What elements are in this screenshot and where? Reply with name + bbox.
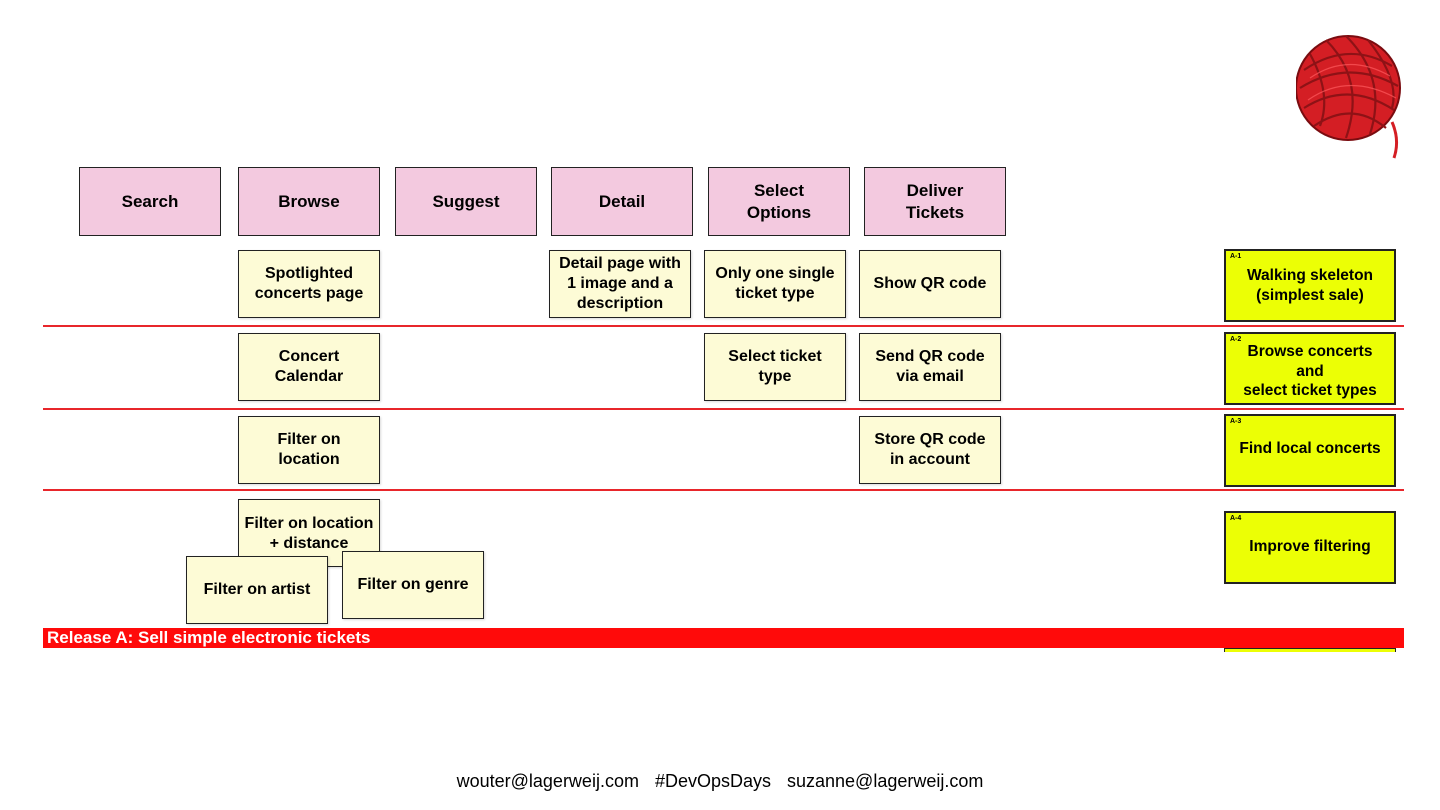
story-detail-page: Detail page with 1 image and a descripti… <box>549 250 691 318</box>
release-card-a1: A-1 Walking skeleton (simplest sale) <box>1224 249 1396 322</box>
activity-detail: Detail <box>551 167 693 236</box>
yarn-ball-icon <box>1296 35 1401 159</box>
story-filter-location: Filter on location <box>238 416 380 484</box>
story-filter-location-distance: Filter on location + distance <box>238 499 380 567</box>
release-card-partial <box>1224 648 1396 652</box>
footer-email-suzanne: suzanne@lagerweij.com <box>787 771 984 791</box>
release-code: A-3 <box>1230 418 1242 425</box>
release-label: Find local concerts <box>1239 440 1381 457</box>
story-select-ticket-type: Select ticket type <box>704 333 846 401</box>
release-card-a2: A-2 Browse concerts and select ticket ty… <box>1224 332 1396 405</box>
story-store-qr-account: Store QR code in account <box>859 416 1001 484</box>
release-label: Improve filtering <box>1249 538 1371 555</box>
footer: wouter@lagerweij.com #DevOpsDays suzanne… <box>0 771 1440 792</box>
story-concert-calendar: Concert Calendar <box>238 333 380 401</box>
release-code: A-4 <box>1230 515 1242 522</box>
release-label: Walking skeleton (simplest sale) <box>1246 266 1374 304</box>
release-line-1 <box>43 325 1404 327</box>
release-card-a4: A-4 Improve filtering <box>1224 511 1396 584</box>
release-card-a3: A-3 Find local concerts <box>1224 414 1396 487</box>
story-show-qr-code: Show QR code <box>859 250 1001 318</box>
release-banner: Release A: Sell simple electronic ticket… <box>43 628 1404 648</box>
footer-hashtag: #DevOpsDays <box>654 771 771 791</box>
story-send-qr-email: Send QR code via email <box>859 333 1001 401</box>
release-label: Browse concerts and select ticket types <box>1243 342 1377 400</box>
footer-email-wouter: wouter@lagerweij.com <box>456 771 639 791</box>
story-spotlighted-concerts: Spotlighted concerts page <box>238 250 380 318</box>
release-code: A-1 <box>1230 253 1242 260</box>
release-code: A-2 <box>1230 336 1242 343</box>
activity-select-options: Select Options <box>708 167 850 236</box>
activity-browse: Browse <box>238 167 380 236</box>
story-filter-artist: Filter on artist <box>186 556 328 624</box>
activity-search: Search <box>79 167 221 236</box>
story-filter-genre: Filter on genre <box>342 551 484 619</box>
release-line-2 <box>43 408 1404 410</box>
activity-deliver-tickets: Deliver Tickets <box>864 167 1006 236</box>
activity-suggest: Suggest <box>395 167 537 236</box>
release-line-3 <box>43 489 1404 491</box>
story-one-ticket-type: Only one single ticket type <box>704 250 846 318</box>
